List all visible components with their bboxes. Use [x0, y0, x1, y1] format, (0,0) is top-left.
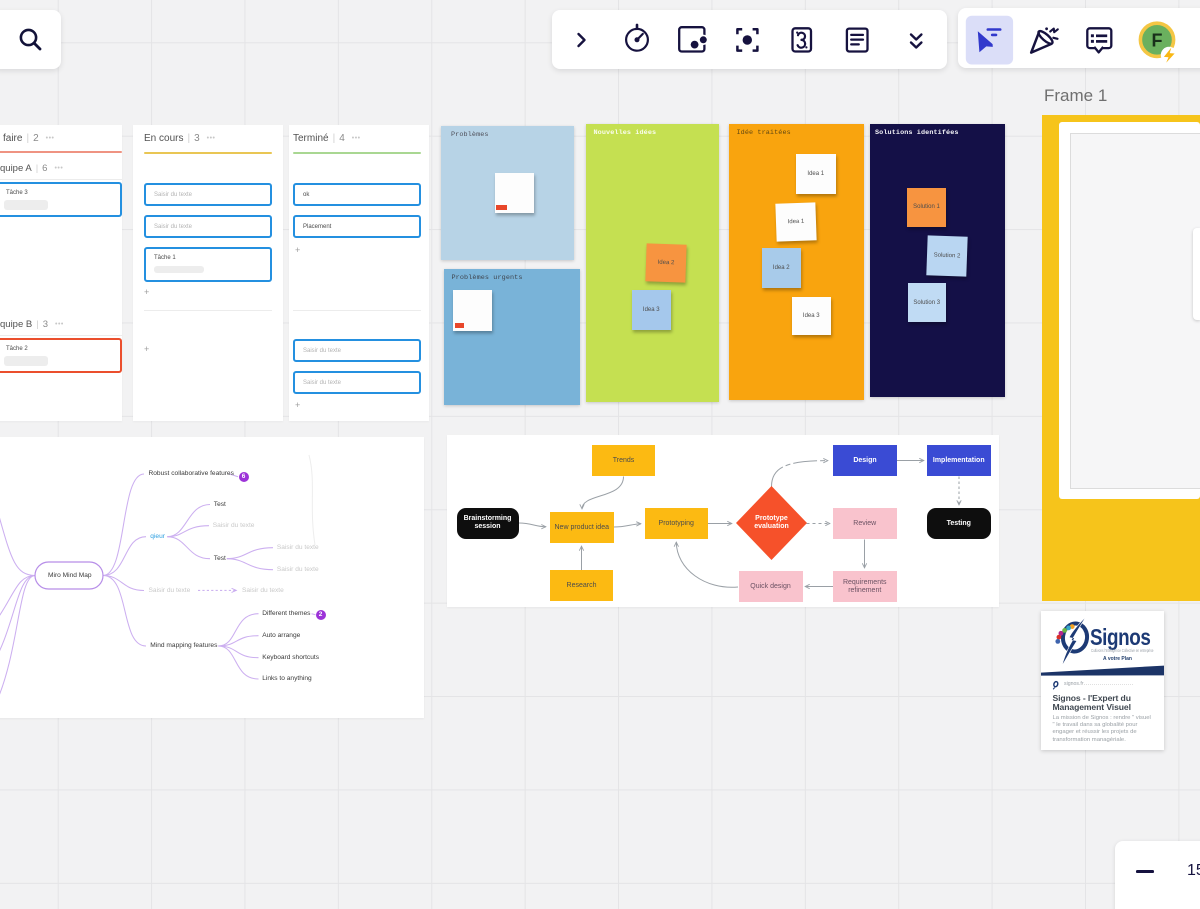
- svg-text:F: F: [1152, 30, 1163, 50]
